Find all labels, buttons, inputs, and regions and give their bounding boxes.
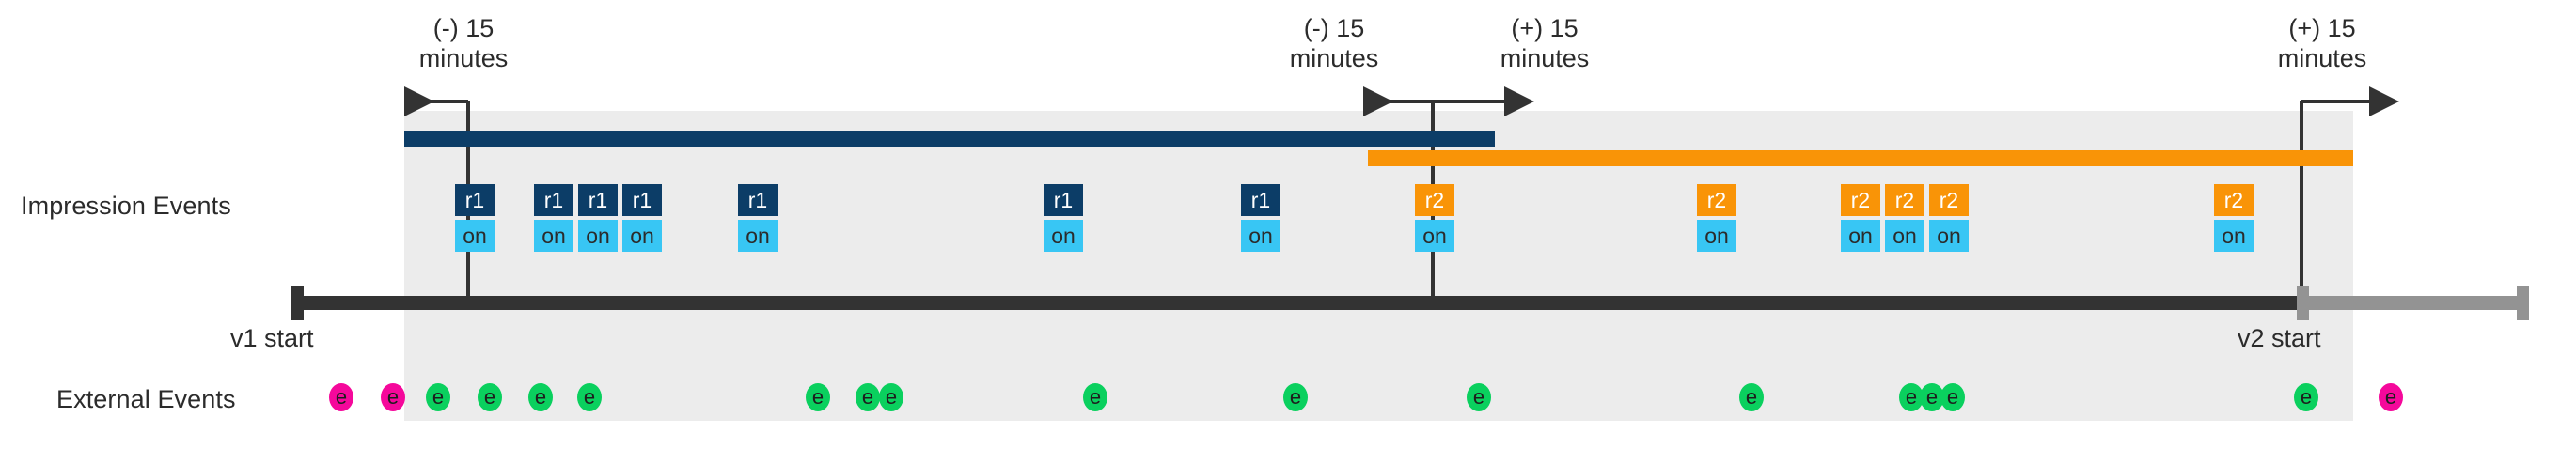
annotation-line-1: (+) 15 bbox=[1511, 14, 1579, 42]
impression-7-state-badge[interactable]: on bbox=[1241, 220, 1280, 252]
v2-end-cap bbox=[2517, 286, 2529, 320]
external-event-14[interactable]: e bbox=[1899, 383, 1924, 411]
impression-5-release-badge[interactable]: r1 bbox=[738, 184, 778, 216]
external-event-13[interactable]: e bbox=[1739, 383, 1764, 411]
impression-12-release-badge[interactable]: r2 bbox=[1929, 184, 1969, 216]
external-event-10[interactable]: e bbox=[1083, 383, 1107, 411]
impression-6-release-badge[interactable]: r1 bbox=[1044, 184, 1083, 216]
v2-start-label: v2 start bbox=[2238, 324, 2321, 352]
annotation-line-1: (-) 15 bbox=[432, 14, 495, 42]
impression-12-state-badge[interactable]: on bbox=[1929, 220, 1969, 252]
impression-13-release-badge[interactable]: r2 bbox=[2214, 184, 2254, 216]
external-event-5[interactable]: e bbox=[528, 383, 553, 411]
impression-11-release-badge[interactable]: r2 bbox=[1885, 184, 1924, 216]
v1-start-cap bbox=[291, 286, 304, 320]
external-event-6[interactable]: e bbox=[577, 383, 602, 411]
annotation-line-2: minutes bbox=[418, 44, 509, 72]
external-event-3[interactable]: e bbox=[426, 383, 450, 411]
impression-10-state-badge[interactable]: on bbox=[1841, 220, 1880, 252]
external-event-8[interactable]: e bbox=[856, 383, 880, 411]
impression-6-state-badge[interactable]: on bbox=[1044, 220, 1083, 252]
impression-11-state-badge[interactable]: on bbox=[1885, 220, 1924, 252]
external-events-label: External Events bbox=[56, 385, 236, 413]
v1-timeline-bar bbox=[291, 296, 2297, 310]
impression-4-release-badge[interactable]: r1 bbox=[622, 184, 662, 216]
impression-7-release-badge[interactable]: r1 bbox=[1241, 184, 1280, 216]
impression-5-state-badge[interactable]: on bbox=[738, 220, 778, 252]
annotation-line-2: minutes bbox=[2277, 44, 2367, 72]
annotation-line-2: minutes bbox=[1289, 44, 1379, 72]
impression-1-state-badge[interactable]: on bbox=[455, 220, 495, 252]
external-event-4[interactable]: e bbox=[478, 383, 502, 411]
impression-1-release-badge[interactable]: r1 bbox=[455, 184, 495, 216]
external-event-17[interactable]: e bbox=[2294, 383, 2318, 411]
impression-2-state-badge[interactable]: on bbox=[534, 220, 573, 252]
impression-8-state-badge[interactable]: on bbox=[1415, 220, 1454, 252]
external-event-18[interactable]: e bbox=[2379, 383, 2403, 411]
impression-events-label: Impression Events bbox=[21, 192, 231, 220]
v1-active-bar bbox=[404, 131, 1495, 147]
annotation-line-1: (+) 15 bbox=[2288, 14, 2356, 42]
v2-start-cap bbox=[2297, 286, 2309, 320]
impression-8-release-badge[interactable]: r2 bbox=[1415, 184, 1454, 216]
impression-9-state-badge[interactable]: on bbox=[1697, 220, 1736, 252]
impression-3-state-badge[interactable]: on bbox=[578, 220, 618, 252]
v1-start-label: v1 start bbox=[230, 324, 314, 352]
external-event-12[interactable]: e bbox=[1467, 383, 1491, 411]
external-event-1[interactable]: e bbox=[329, 383, 353, 411]
v2-timeline-bar bbox=[2297, 296, 2529, 310]
external-event-7[interactable]: e bbox=[806, 383, 830, 411]
impression-2-release-badge[interactable]: r1 bbox=[534, 184, 573, 216]
annotation-line-1: (-) 15 bbox=[1303, 14, 1365, 42]
external-event-9[interactable]: e bbox=[879, 383, 903, 411]
impression-13-state-badge[interactable]: on bbox=[2214, 220, 2254, 252]
impression-10-release-badge[interactable]: r2 bbox=[1841, 184, 1880, 216]
external-event-15[interactable]: e bbox=[1920, 383, 1944, 411]
annotation-line-2: minutes bbox=[1500, 44, 1590, 72]
external-event-2[interactable]: e bbox=[381, 383, 405, 411]
impression-4-state-badge[interactable]: on bbox=[622, 220, 662, 252]
impression-3-release-badge[interactable]: r1 bbox=[578, 184, 618, 216]
external-event-11[interactable]: e bbox=[1283, 383, 1308, 411]
v2-active-bar bbox=[1368, 150, 2353, 166]
external-event-16[interactable]: e bbox=[1940, 383, 1965, 411]
impression-9-release-badge[interactable]: r2 bbox=[1697, 184, 1736, 216]
